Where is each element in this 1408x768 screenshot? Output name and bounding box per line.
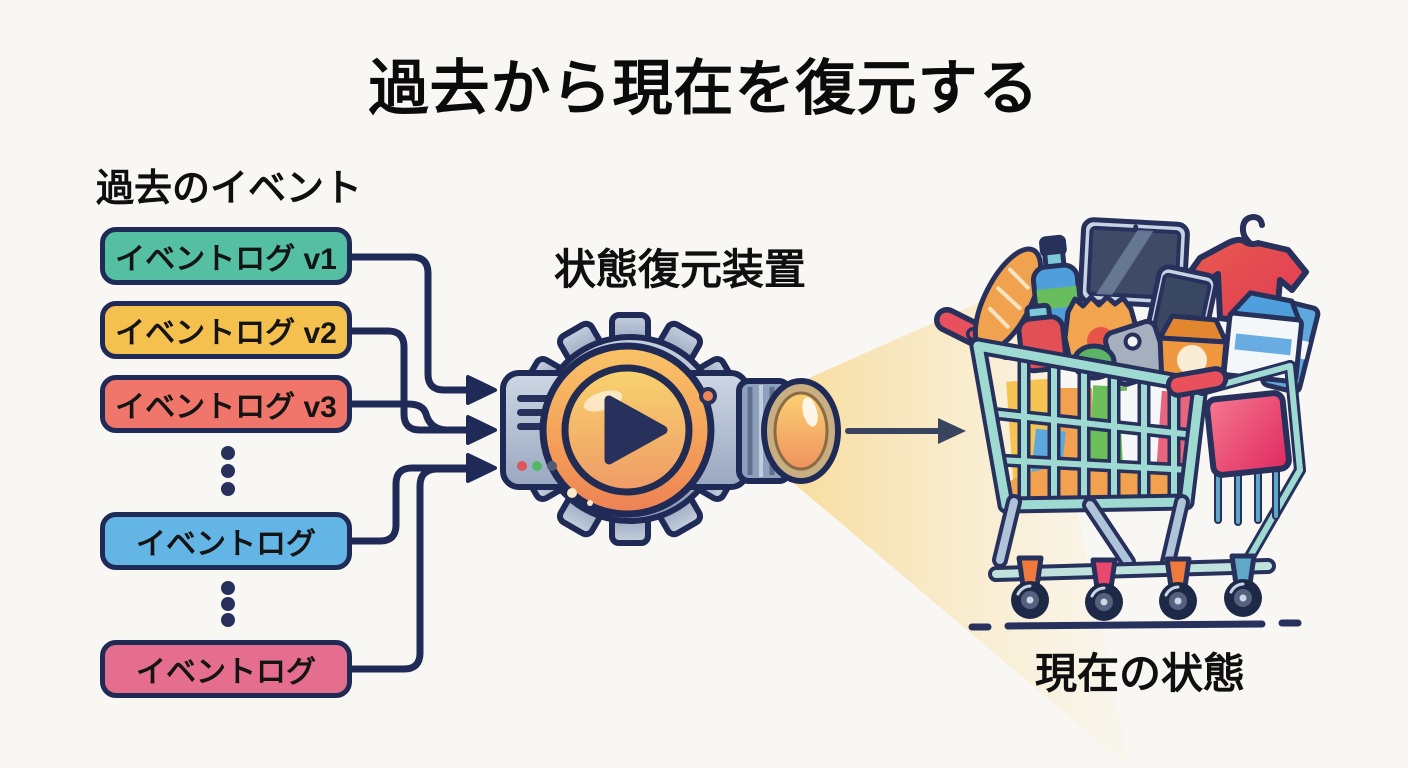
event-log-label: イベントログ xyxy=(136,528,316,561)
arrowhead-icon xyxy=(466,415,497,445)
cart-wheels xyxy=(1011,553,1262,621)
event-log-label: イベントログ v1 xyxy=(115,243,337,276)
connector-v1 xyxy=(348,253,470,394)
power-dot xyxy=(699,387,717,405)
event-log-box-v2: イベントログ v2 xyxy=(100,301,352,359)
connector-pink xyxy=(348,465,470,673)
hanger-icon xyxy=(1239,214,1265,246)
event-log-box-pink: イベントログ xyxy=(100,640,352,698)
arrowhead-icon xyxy=(938,418,966,444)
arrowhead-icon xyxy=(466,453,497,483)
connector-lines xyxy=(348,253,470,673)
seat-pink-panel xyxy=(1204,390,1292,478)
ellipsis-dots xyxy=(221,446,235,627)
seat-handle xyxy=(1165,366,1229,398)
output-arrow xyxy=(845,418,966,444)
connector-v2 xyxy=(348,327,470,434)
event-log-label: イベントログ xyxy=(136,656,316,689)
juice-carton xyxy=(1157,313,1229,389)
connector-v3 xyxy=(348,400,470,434)
ground-line xyxy=(968,619,1302,631)
shopping-cart-icon xyxy=(934,214,1321,631)
connector-arrowheads xyxy=(466,375,497,483)
event-log-box-blue: イベントログ xyxy=(100,512,352,570)
event-log-box-v1: イベントログ v1 xyxy=(100,227,352,285)
cart-items xyxy=(972,214,1321,395)
restore-device-heading: 状態復元装置 xyxy=(553,246,806,293)
sparkle xyxy=(567,488,577,498)
event-log-label: イベントログ v3 xyxy=(115,391,337,424)
event-log-label: イベントログ v2 xyxy=(115,317,337,350)
event-log-box-v3: イベントログ v3 xyxy=(100,375,352,433)
projector-lens xyxy=(761,378,841,484)
page-title: 過去から現在を復元する xyxy=(368,55,1040,122)
past-events-heading: 過去のイベント xyxy=(96,168,363,210)
arrowhead-icon xyxy=(466,375,497,405)
status-indicator-dots xyxy=(517,461,557,471)
sparkle xyxy=(587,500,593,506)
cart-rear-seat xyxy=(1165,360,1306,566)
state-restore-device xyxy=(500,312,841,546)
connector-blue xyxy=(348,464,470,545)
play-icon xyxy=(604,395,668,465)
current-state-heading: 現在の状態 xyxy=(1034,650,1245,697)
